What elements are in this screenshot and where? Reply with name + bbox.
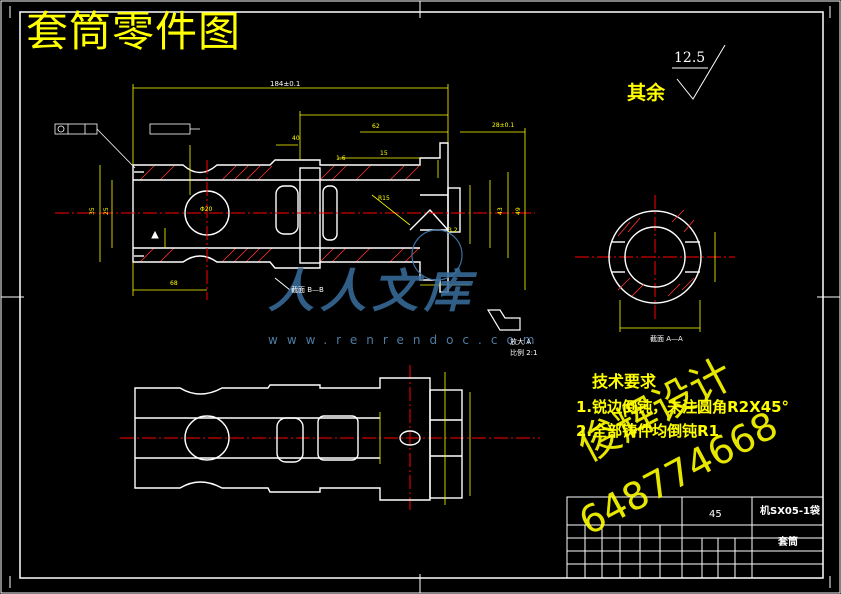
svg-text:Φ20: Φ20 [200, 206, 213, 213]
roughness-value: 12.5 [674, 50, 706, 66]
svg-text:35: 35 [89, 207, 96, 215]
front-view [134, 372, 471, 505]
centerlines [55, 160, 735, 510]
svg-text:R15: R15 [378, 195, 390, 202]
dimension-lines [99, 84, 526, 296]
inner-frame [19, 11, 824, 579]
title-block [566, 496, 824, 579]
svg-text:25: 25 [103, 207, 110, 215]
svg-text:68: 68 [170, 280, 178, 287]
svg-text:1.6: 1.6 [336, 155, 346, 162]
dimension-texts: 62 40 68 15 28±0.1 49 43 35 25 R15 Φ20 1… [89, 122, 522, 287]
svg-text:3.2: 3.2 [448, 227, 458, 234]
title-block-drawing-code: 机SX05-1袋 [760, 506, 820, 517]
detail-scale: 比例 2:1 [510, 349, 538, 357]
svg-text:40: 40 [292, 135, 300, 142]
svg-text:43: 43 [497, 207, 504, 215]
detail-label: 放大 A [510, 338, 532, 346]
tech-requirements-title: 技术要求 [592, 372, 657, 391]
tech-requirement-1: 1.锐边倒钝，未注圆角R2X45° [576, 398, 790, 416]
roughness-symbol [672, 44, 726, 100]
tech-requirement-2: 2.全部铸件均倒钝R1 [576, 422, 720, 440]
section-marker-b [151, 230, 291, 291]
section-bb-label: 截面 B—B [291, 286, 324, 294]
section-aa-view [608, 209, 716, 332]
section-aa-label: 截面 A—A [650, 335, 683, 343]
title-block-material: 45 [709, 509, 722, 520]
title-block-part-name: 套筒 [778, 537, 798, 548]
svg-text:49: 49 [515, 207, 522, 215]
svg-text:15: 15 [380, 150, 388, 157]
detail-a [411, 229, 521, 331]
svg-text:28±0.1: 28±0.1 [492, 122, 514, 129]
tolerance-frame [54, 123, 200, 169]
overall-length-dimension: 184±0.1 [270, 80, 301, 88]
roughness-note: 其余 [627, 82, 666, 104]
watermark-logo: 人人文库 [268, 264, 476, 318]
watermark-url: www.renrendoc.com [268, 333, 544, 347]
drawing-title: 套筒零件图 [26, 7, 242, 56]
svg-text:62: 62 [372, 123, 380, 130]
